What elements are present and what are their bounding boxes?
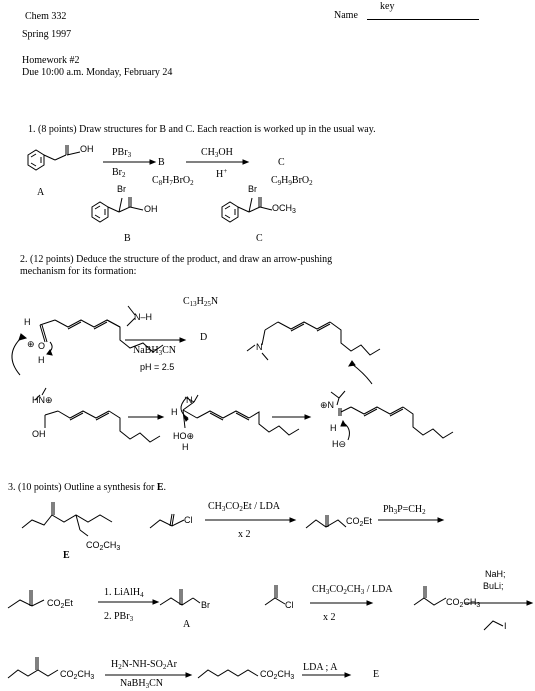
hemiaminal-2-structure (182, 394, 300, 436)
q3-co2et1: CO2Et (346, 516, 372, 529)
q2-formula: C13H25N (183, 296, 219, 308)
q3-cl1: Cl (184, 515, 193, 525)
q2-n3: ⊕N (320, 400, 335, 410)
target-e-structure (21, 502, 113, 537)
hemiaminal-1-structure (34, 387, 161, 443)
homework-title: Homework #2 (22, 55, 80, 66)
q2-h5: H (182, 442, 189, 452)
q1-oh-b: OH (144, 204, 158, 214)
iminium-structure (330, 390, 454, 439)
q3-wittig: Ph3P=CH2 (383, 504, 426, 516)
q1-c-formula: C9H9BrO2 (271, 175, 313, 187)
q2-h-aldehyde: H (24, 317, 31, 327)
q1-c: C (278, 157, 285, 168)
q3-final-e: E (373, 669, 380, 680)
product-amine-structure (246, 321, 381, 361)
q2-prompt-line2: mechanism for its formation: (20, 266, 137, 277)
name-line (367, 8, 479, 20)
q1-br-b: Br (117, 184, 126, 194)
q3-reagent1: CH3CO2Et / LDA (208, 501, 281, 513)
term: Spring 1997 (22, 29, 72, 40)
q3-br-a: Br (201, 600, 210, 610)
allylic-ester-structure (7, 590, 45, 609)
q1-reagent1-bottom: Br2 (112, 167, 126, 179)
alpha-bromo-acid-structure (91, 197, 144, 223)
q2-product-n: N (256, 342, 263, 352)
q2-nabh3cn: NaBH3CN (133, 345, 176, 357)
q1-oh-label: OH (80, 144, 94, 154)
q2-ho: HO⊕ (173, 431, 195, 441)
q2-oh1: OH (32, 429, 46, 439)
name-value: key (380, 1, 395, 12)
q1-br-c: Br (248, 184, 257, 194)
name-label: Name (334, 10, 358, 21)
q2-product-d: D (200, 332, 208, 343)
q3-keto2: CO2CH3 (60, 669, 95, 682)
q3-prompt: 3. (10 points) Outline a synthesis for E… (8, 482, 167, 493)
phenylacetic-acid-structure (27, 145, 81, 171)
q2-n2: N (186, 395, 193, 405)
alpha-bromo-ester-structure (221, 197, 273, 223)
q2-h2: H (38, 355, 45, 365)
q3-nabh3cn2: NaBH3CN (120, 678, 163, 690)
dimethylamine-structure (126, 305, 136, 327)
q1-och3-c: OCH3 (272, 203, 296, 216)
q3-e-ester: CO2CH3 (86, 540, 121, 553)
q3-x2a: x 2 (238, 529, 251, 540)
allylic-bromide-structure (159, 589, 201, 606)
q3-e-label: E (63, 550, 70, 561)
q3-cl2: Cl (285, 600, 294, 610)
q3-buli: BuLi; (483, 581, 504, 591)
q1-reagent1-top: PBr3 (112, 147, 132, 159)
q3-ester3: CO2CH3 (260, 669, 295, 682)
q3-iodide: I (504, 621, 507, 631)
q1-prompt: 1. (8 points) Draw structures for B and … (28, 124, 376, 135)
q3-lialh4: 1. LiAlH4 (104, 587, 144, 599)
q3-lda-a: LDA ; A (303, 662, 338, 673)
q3-reagent2: CH3CO2CH3 / LDA (312, 584, 393, 596)
acetyl-chloride-structure (264, 585, 286, 606)
propionyl-chloride-structure (149, 513, 185, 529)
q1-reagent2-top: CH3OH (201, 147, 233, 159)
q3-pbr3: 2. PBr3 (104, 611, 134, 623)
q3-co2et2: CO2Et (47, 598, 73, 611)
q2-ph: pH = 2.5 (140, 362, 175, 372)
q3-nah: NaH; (485, 569, 506, 579)
q2-h6: H (330, 423, 337, 433)
q1-b: B (158, 157, 165, 168)
q2-o1: O (38, 341, 46, 351)
ketoester-3-structure (7, 657, 59, 679)
q3-label-a: A (183, 619, 191, 630)
q2-prompt-line1: 2. (12 points) Deduce the structure of t… (20, 254, 333, 265)
q2-dimethylamine: N–H (134, 312, 153, 322)
q3-x2b: x 2 (323, 612, 336, 623)
q2-h4: H (171, 407, 178, 417)
q2-hydride: H⊖ (332, 439, 347, 449)
q1-reagent2-bottom: H+ (216, 167, 228, 180)
q2-n1: HN⊕ (32, 395, 53, 405)
q1-label-b: B (124, 233, 131, 244)
due-date: Due 10:00 a.m. Monday, February 24 (22, 67, 173, 78)
ketoester-2-structure (413, 586, 447, 606)
q1-label-c: C (256, 233, 263, 244)
ketoester-1-structure (305, 515, 347, 529)
course-title: Chem 332 (25, 11, 67, 22)
q2-oplus-symbol: ⊕ (27, 339, 35, 349)
q3-hydrazine: H2N-NH-SO2Ar (111, 659, 177, 671)
dienal-structure (39, 319, 164, 353)
q3-ketoester: CO2CH3 (446, 597, 481, 610)
q1-label-a: A (37, 187, 45, 198)
q1-b-formula: C8H7BrO2 (152, 175, 194, 187)
